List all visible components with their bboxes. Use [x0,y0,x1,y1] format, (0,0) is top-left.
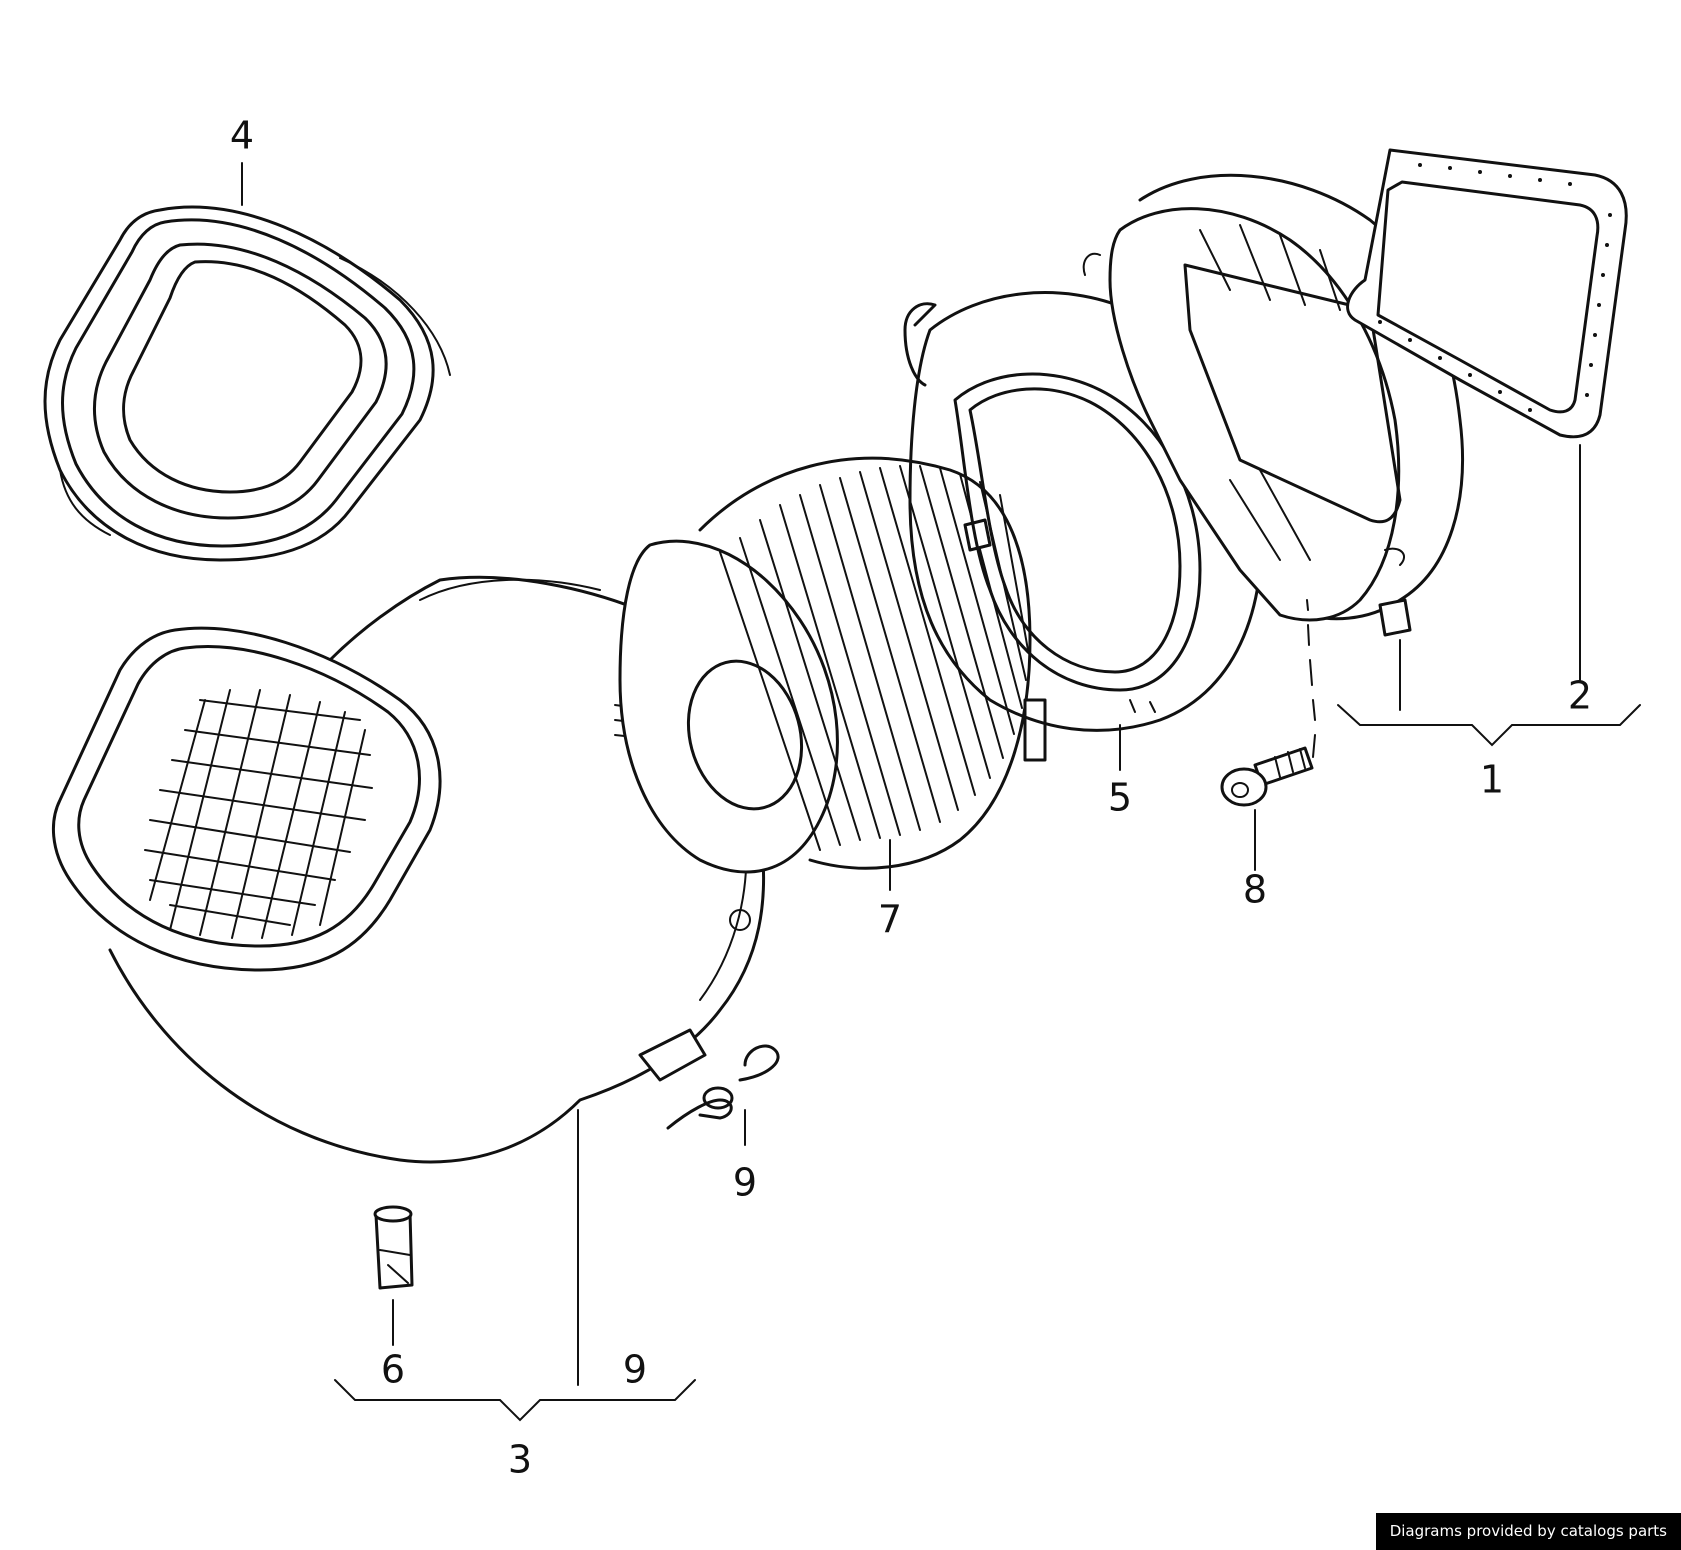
callout-5: 5 [1108,776,1132,820]
callout-9-housing: 9 [623,1348,647,1392]
callout-3: 3 [508,1438,532,1482]
part-8-screw [1220,599,1316,807]
callout-7: 7 [878,898,902,942]
leader-lines [241,162,1641,1422]
credit-badge: Diagrams provided by catalogs parts [1375,1513,1681,1550]
callout-8: 8 [1243,868,1267,912]
callout-numbers: 4 2 1 5 8 7 9 6 9 3 [230,114,1592,1482]
callout-2: 2 [1568,674,1592,718]
part-6-plug [373,1205,414,1290]
callout-1: 1 [1480,758,1504,802]
part-4-gasket [43,205,451,562]
part-7-blower [618,456,1047,874]
part-9-clip [666,1044,780,1130]
part-2-seal-frame [1346,148,1628,439]
callout-4: 4 [230,114,254,158]
callout-9-clip: 9 [733,1161,757,1205]
callout-6: 6 [381,1348,405,1392]
